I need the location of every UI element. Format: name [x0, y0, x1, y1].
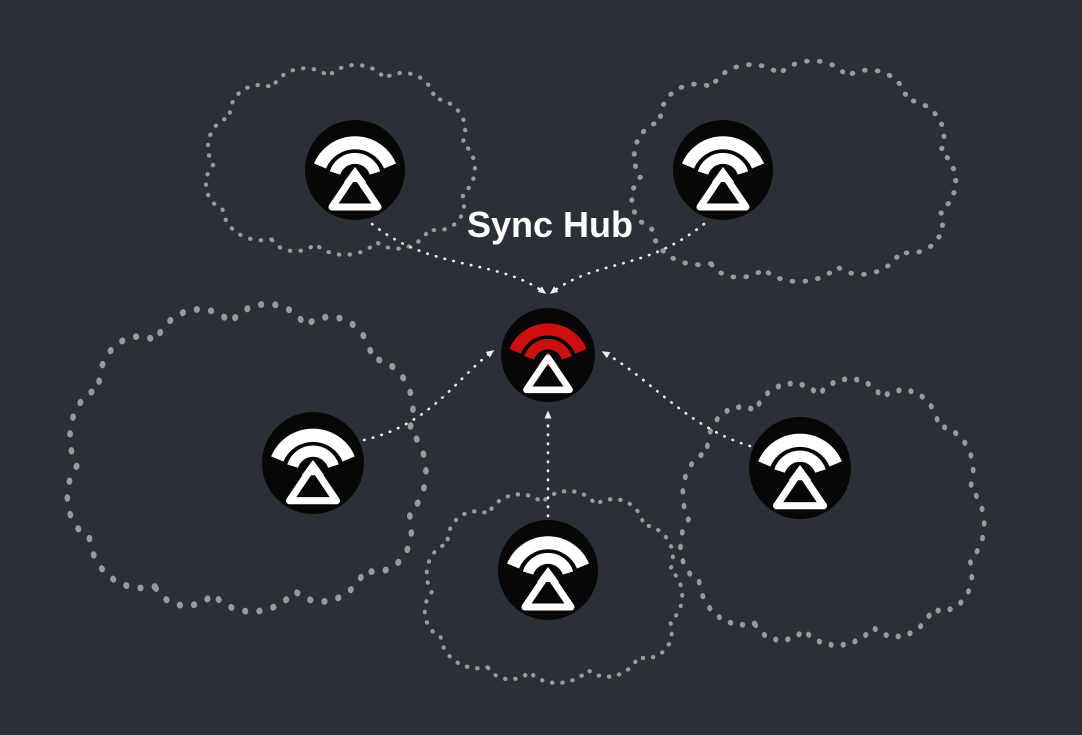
sync-arrow-mid-left — [362, 349, 495, 442]
diagram-title: Sync Hub — [467, 204, 633, 245]
satellite-node-icon-top-right — [673, 120, 773, 220]
sync-arrow-bottom-right — [601, 350, 752, 448]
sync-arrow-top-left — [370, 222, 547, 295]
satellite-node-icon-top-left — [305, 120, 405, 220]
hub-node-icon — [501, 308, 595, 402]
satellite-node-icon-bottom — [498, 520, 598, 620]
cloud-outline-mid-left — [67, 304, 426, 611]
cloud-outline-mid-right — [680, 379, 984, 645]
satellite-node-icon-mid-right — [749, 417, 851, 519]
satellite-node-icon-mid-left — [262, 412, 364, 514]
sync-arrow-top-right — [549, 222, 706, 295]
